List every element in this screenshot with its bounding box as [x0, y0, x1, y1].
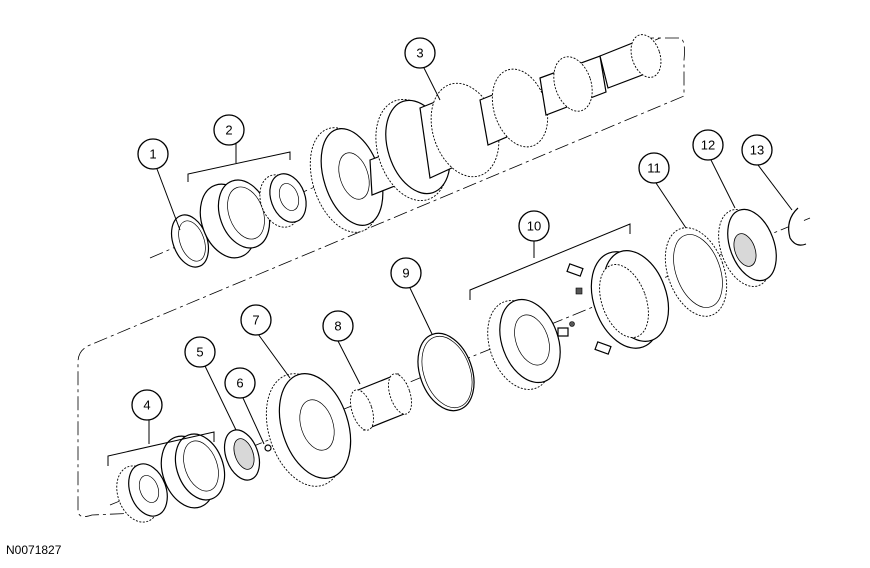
svg-text:3: 3 — [416, 46, 423, 61]
svg-text:9: 9 — [402, 266, 409, 281]
part-3-countershaft — [309, 34, 662, 233]
part-12-gear — [718, 208, 777, 287]
callout-4: 4 — [131, 389, 163, 421]
svg-text:12: 12 — [701, 138, 715, 153]
leader-5 — [204, 365, 237, 431]
leader-8 — [337, 340, 361, 385]
callout-13: 13 — [741, 134, 773, 166]
figure-id-label: N0071827 — [6, 543, 62, 557]
bracket-4 — [107, 419, 215, 466]
part-10-synchronizer-keys — [557, 263, 612, 355]
callout-1: 1 — [137, 138, 169, 170]
svg-text:7: 7 — [252, 313, 259, 328]
part-4-bearing-cone — [116, 463, 168, 523]
bracket-10 — [469, 223, 631, 300]
part-11-blocking-ring — [664, 227, 728, 317]
leader-11 — [655, 182, 687, 229]
part-2-bearing-cup — [199, 179, 271, 259]
svg-text:10: 10 — [527, 219, 541, 234]
callout-12: 12 — [692, 129, 724, 161]
svg-text:1: 1 — [149, 147, 156, 162]
callout-11: 11 — [638, 152, 670, 184]
callout-2: 2 — [213, 114, 245, 146]
assembly-group-outline — [77, 37, 685, 518]
leader-6 — [242, 397, 265, 445]
svg-text:11: 11 — [647, 161, 661, 176]
part-5-thrust-washer — [223, 429, 261, 481]
svg-text:2: 2 — [225, 123, 232, 138]
leader-9 — [409, 287, 433, 335]
part-10-synchronizer-sleeve — [590, 250, 670, 349]
part-2-bearing-cone — [259, 173, 307, 228]
part-13-snap-ring — [788, 207, 807, 246]
leader-13 — [757, 164, 793, 211]
part-10-synchronizer-hub — [487, 298, 561, 390]
callout-5: 5 — [184, 336, 216, 368]
leader-12 — [710, 159, 736, 209]
part-8-needle-bearing — [350, 373, 412, 431]
leader-3 — [423, 67, 441, 101]
callout-10: 10 — [518, 210, 550, 242]
callout-7: 7 — [240, 304, 272, 336]
svg-text:4: 4 — [143, 398, 150, 413]
callout-3: 3 — [404, 37, 436, 69]
leader-1 — [156, 168, 181, 231]
callout-9: 9 — [390, 257, 422, 289]
part-6-ball — [264, 444, 272, 452]
leader-7 — [257, 333, 291, 379]
part-7-gear — [265, 373, 352, 487]
svg-text:13: 13 — [750, 143, 764, 158]
callout-6: 6 — [224, 367, 256, 399]
svg-text:8: 8 — [334, 319, 341, 334]
part-4-bearing-cup — [160, 433, 226, 509]
svg-text:5: 5 — [196, 345, 203, 360]
svg-text:6: 6 — [236, 376, 243, 391]
callout-8: 8 — [322, 310, 354, 342]
part-9-snap-ring — [417, 332, 475, 412]
